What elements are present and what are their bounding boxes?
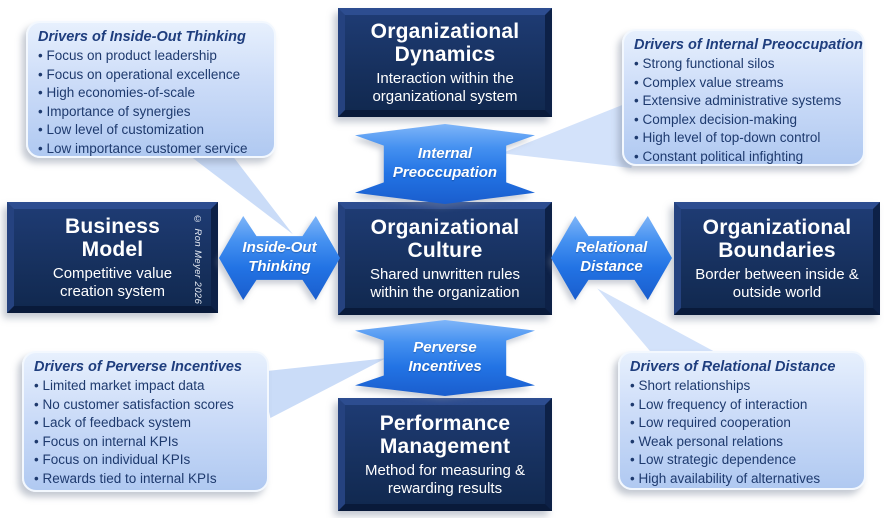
box-organizational-culture: Organizational Culture Shared unwritten …: [338, 202, 552, 315]
bullet-item: Focus on internal KPIs: [34, 433, 257, 452]
box-subtitle: Border between inside & outside world: [695, 265, 859, 301]
bullet-item: Rewards tied to internal KPIs: [34, 470, 257, 489]
bullet-item: High level of top-down control: [634, 129, 853, 148]
callout-drivers-relational-distance: Drivers of Relational Distance Short rel…: [618, 351, 866, 490]
callout-drivers-inside-out-thinking: Drivers of Inside-Out Thinking Focus on …: [26, 21, 276, 158]
copyright-note: © Ron Meyer 2026: [192, 214, 203, 305]
arrow-label: Perverse Incentives: [408, 339, 482, 375]
bullet-item: Focus on product leadership: [38, 47, 264, 66]
double-arrow-horizontal-icon: Inside-Out Thinking: [219, 216, 340, 300]
bullet-item: Lack of feedback system: [34, 414, 257, 433]
box-title: Organizational Culture: [370, 215, 520, 263]
bullet-item: High availability of alternatives: [630, 470, 854, 489]
bullet-item: Strong functional silos: [634, 55, 853, 74]
arrow-perverse-incentives: Perverse Incentives: [355, 320, 535, 396]
bullet-list: Strong functional silos Complex value st…: [634, 55, 853, 166]
arrow-label: Relational Distance: [575, 239, 648, 275]
box-subtitle: Competitive value creation system: [52, 264, 173, 300]
box-subtitle: Interaction within the organizational sy…: [372, 69, 518, 105]
double-arrow-horizontal-icon: Relational Distance: [551, 216, 672, 300]
arrow-label: Inside-Out Thinking: [242, 239, 317, 275]
bullet-item: Focus on individual KPIs: [34, 451, 257, 470]
bullet-item: Low frequency of interaction: [630, 396, 854, 415]
box-organizational-boundaries: Organizational Boundaries Border between…: [674, 202, 880, 315]
box-title: Business Model: [65, 214, 160, 262]
box-title: Performance Management: [379, 411, 511, 459]
bullet-item: Low importance customer service: [38, 140, 264, 159]
bullet-list: Short relationships Low frequency of int…: [630, 377, 854, 488]
double-arrow-vertical-icon: Internal Preoccupation: [355, 124, 535, 204]
box-title: Organizational Dynamics: [370, 19, 520, 67]
bullet-item: Low strategic dependence: [630, 451, 854, 470]
arrow-internal-preoccupation: Internal Preoccupation: [355, 124, 535, 204]
bullet-item: Complex value streams: [634, 74, 853, 93]
bullet-item: Weak personal relations: [630, 433, 854, 452]
bullet-item: Low required cooperation: [630, 414, 854, 433]
bullet-list: Limited market impact data No customer s…: [34, 377, 257, 488]
bullet-item: No customer satisfaction scores: [34, 396, 257, 415]
bullet-item: Importance of synergies: [38, 103, 264, 122]
box-organizational-dynamics: Organizational Dynamics Interaction with…: [338, 8, 552, 117]
bullet-item: Complex decision-making: [634, 111, 853, 130]
box-subtitle: Shared unwritten rules within the organi…: [369, 265, 521, 301]
double-arrow-vertical-icon: Perverse Incentives: [355, 320, 535, 396]
bullet-item: High economies-of-scale: [38, 84, 264, 103]
bullet-item: Extensive administrative systems: [634, 92, 853, 111]
bullet-item: Low level of customization: [38, 121, 264, 140]
callout-title: Drivers of Perverse Incentives: [34, 359, 242, 375]
box-subtitle: Method for measuring & rewarding results: [364, 461, 526, 497]
callout-title: Drivers of Internal Preoccupation: [634, 37, 863, 53]
callout-drivers-internal-preoccupation: Drivers of Internal Preoccupation Strong…: [622, 29, 865, 166]
callout-title: Drivers of Relational Distance: [630, 359, 836, 375]
arrow-inside-out-thinking: Inside-Out Thinking: [219, 216, 340, 300]
box-business-model: Business Model Competitive value creatio…: [7, 202, 218, 313]
bullet-item: Focus on operational excellence: [38, 66, 264, 85]
bullet-list: Focus on product leadership Focus on ope…: [38, 47, 264, 158]
callout-drivers-perverse-incentives: Drivers of Perverse Incentives Limited m…: [22, 351, 269, 492]
arrow-relational-distance: Relational Distance: [551, 216, 672, 300]
bullet-item: Constant political infighting: [634, 148, 853, 167]
callout-title: Drivers of Inside-Out Thinking: [38, 29, 246, 45]
bullet-item: Short relationships: [630, 377, 854, 396]
box-title: Organizational Boundaries: [702, 215, 852, 263]
bullet-item: Limited market impact data: [34, 377, 257, 396]
box-performance-management: Performance Management Method for measur…: [338, 398, 552, 511]
arrow-label: Internal Preoccupation: [392, 145, 498, 181]
